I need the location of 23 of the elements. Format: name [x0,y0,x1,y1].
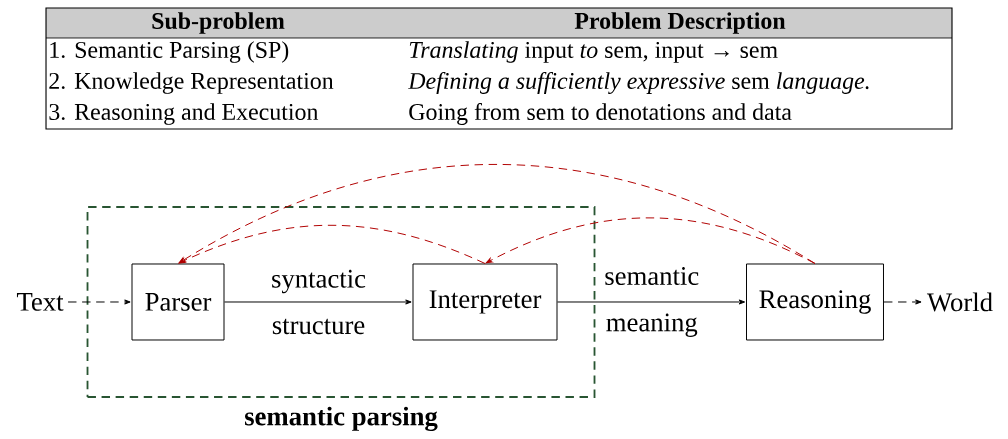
table-entry: Going from sem to denotations and data [409,103,792,125]
edge-label: syntactic structure [272,269,366,335]
table-entry: Defining a sufficiently expressive sem language. [408,72,869,94]
endpoint-label: World [926,292,993,312]
arrow [178,163,816,264]
arrow [485,217,816,264]
column-header: Sub-problem [152,12,285,34]
process-box: Parser [131,263,225,341]
table-entry: 2. Knowledge Representation [49,72,334,94]
arrow [67,299,131,305]
endpoint-label: Text [16,293,64,311]
table-entry: Translating input to sem, input → sem [409,41,778,63]
process-box: Interpreter [412,263,558,341]
table-entry: 1. Semantic Parsing (SP) [50,41,289,63]
column-header: Problem Description [574,12,786,34]
edge-label: semantic meaning [605,267,699,337]
arrow [557,299,746,305]
table-entry: 3. Reasoning and Execution [49,103,319,125]
process-box: Reasoning [746,263,884,341]
group-label: semantic parsing [245,406,438,432]
arrow [883,299,922,305]
arrow [224,299,412,305]
arrow [178,224,486,264]
